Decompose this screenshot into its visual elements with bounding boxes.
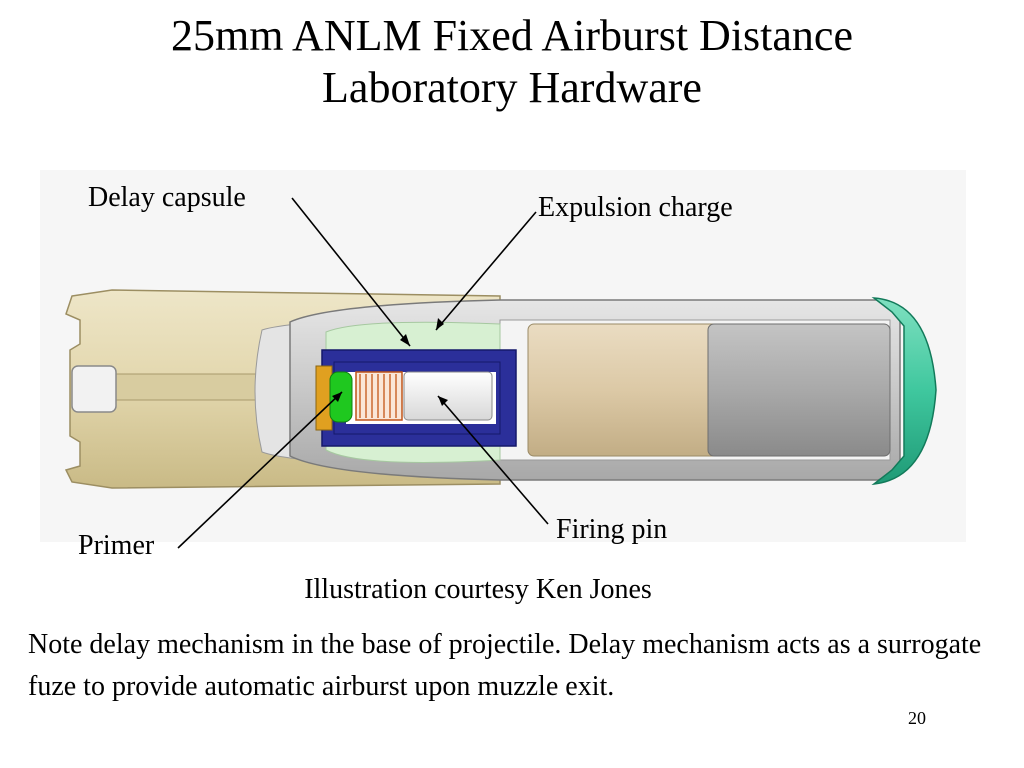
slide-note: Note delay mechanism in the base of proj… bbox=[28, 629, 982, 702]
leader-primer bbox=[177, 391, 343, 549]
leader-lines bbox=[177, 197, 549, 549]
label-expulsion-charge: Expulsion charge bbox=[538, 192, 733, 223]
label-firing-pin: Firing pin bbox=[556, 514, 668, 545]
payload-cylinder bbox=[527, 323, 719, 457]
slide-title: 25mm ANLM Fixed Airburst Distance Labora… bbox=[0, 10, 1024, 114]
slug-cylinder bbox=[707, 323, 891, 457]
leader-delay-capsule bbox=[291, 197, 411, 347]
page-number: 20 bbox=[908, 708, 926, 728]
label-delay-capsule: Delay capsule bbox=[88, 182, 246, 213]
slide-title-line-2: Laboratory Hardware bbox=[322, 63, 702, 112]
spring bbox=[355, 371, 403, 421]
leader-firing-pin bbox=[437, 395, 549, 525]
slide-title-line-1: 25mm ANLM Fixed Airburst Distance bbox=[171, 11, 853, 60]
leader-expulsion-charge bbox=[435, 211, 537, 331]
firing-pin bbox=[403, 371, 493, 421]
arrowheads bbox=[332, 318, 448, 406]
nose-cap bbox=[871, 297, 937, 486]
label-primer: Primer bbox=[78, 530, 155, 561]
illustration-credit: Illustration courtesy Ken Jones bbox=[304, 574, 652, 605]
